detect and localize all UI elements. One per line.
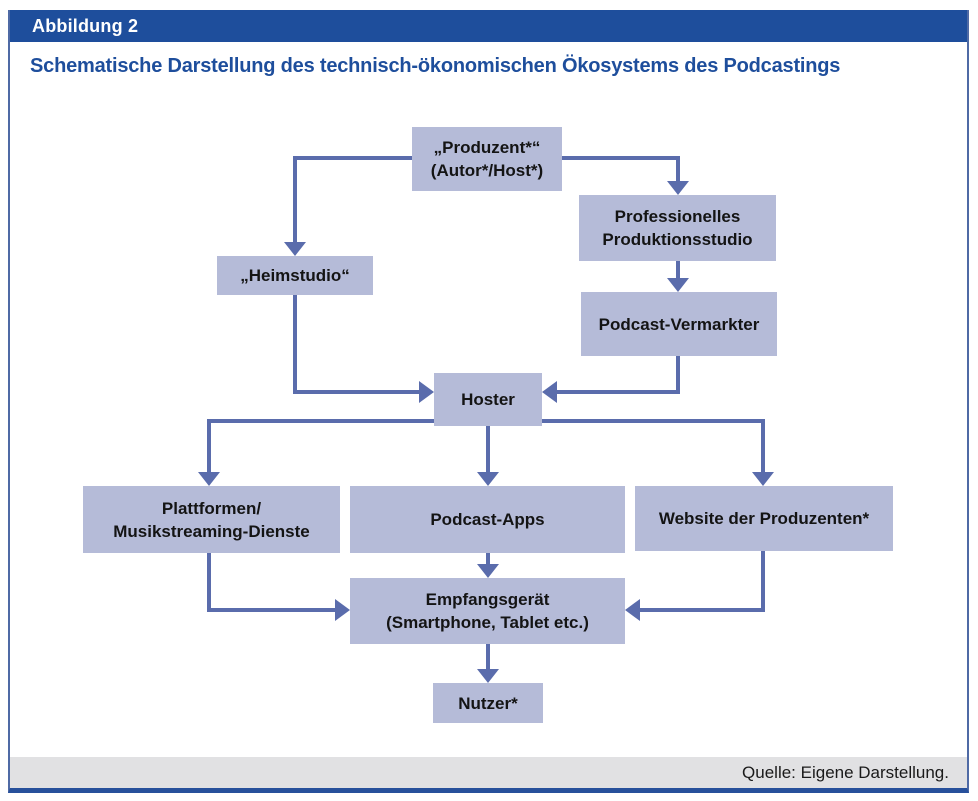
node-website: Website der Produzenten*	[635, 486, 893, 551]
node-plattformen: Plattformen/ Musikstreaming-Dienste	[83, 486, 340, 553]
edge-produzent-heimstudio-vline	[293, 156, 297, 242]
edge-plattformen-empfang-hline	[207, 608, 335, 612]
node-website-line1: Website der Produzenten*	[658, 509, 870, 528]
node-produzent-line1: „Produzent*“	[433, 138, 541, 157]
edge-plattformen-empfang-vline	[207, 553, 211, 612]
figure-header-bar: Abbildung 2	[10, 10, 967, 42]
node-vermarkter-line1: Podcast-Vermarkter	[598, 314, 760, 334]
node-empfangsgeraet-line1: Empfangsgerät	[425, 590, 550, 609]
figure-footer-bar: Quelle: Eigene Darstellung.	[10, 757, 967, 788]
node-plattformen-line2: Musikstreaming-Dienste	[113, 521, 310, 541]
node-produktionsstudio: Professionelles Produktionsstudio	[579, 195, 776, 261]
node-vermarkter: Podcast-Vermarkter	[581, 292, 777, 356]
node-podcast-apps-line1: Podcast-Apps	[430, 510, 545, 529]
node-produzent: „Produzent*“ (Autor*/Host*)	[412, 127, 562, 191]
edge-produzent-studio-hline	[562, 156, 680, 160]
edge-hoster-plattformen-arrowhead	[198, 472, 220, 486]
source-label: Quelle: Eigene Darstellung.	[742, 762, 949, 782]
edge-apps-empfang-vline	[486, 553, 490, 565]
node-empfangsgeraet-line2: (Smartphone, Tablet etc.)	[386, 613, 589, 632]
edge-apps-empfang-arrowhead	[477, 564, 499, 578]
edge-website-empfang-hline	[640, 608, 765, 612]
node-nutzer-line1: Nutzer*	[458, 693, 518, 713]
node-nutzer: Nutzer*	[433, 683, 543, 723]
node-hoster: Hoster	[434, 373, 542, 426]
edge-vermarkter-hoster-hline	[557, 390, 680, 394]
edge-produzent-studio-vline	[676, 156, 680, 182]
edge-hoster-website-arrowhead	[752, 472, 774, 486]
edge-hoster-website-vline	[761, 419, 765, 472]
figure-title: Schematische Darstellung des technisch-ö…	[30, 55, 841, 77]
edge-produzent-studio-arrowhead	[667, 181, 689, 195]
edge-heimstudio-hoster-arrowhead	[419, 381, 434, 403]
node-hoster-line1: Hoster	[461, 390, 515, 409]
edge-hoster-apps-arrowhead	[477, 472, 499, 486]
edge-hoster-apps-vline	[486, 426, 490, 472]
node-produktionsstudio-line1: Professionelles	[614, 207, 741, 226]
edge-empfang-nutzer-arrowhead	[477, 669, 499, 683]
edge-studio-vermarkter-vline	[676, 261, 680, 279]
node-podcast-apps: Podcast-Apps	[350, 486, 625, 553]
node-heimstudio-line1: „Heimstudio“	[240, 266, 350, 285]
edge-hoster-plattformen-vline	[207, 419, 211, 472]
edge-empfang-nutzer-vline	[486, 644, 490, 670]
edge-website-empfang-arrowhead	[625, 599, 640, 621]
edge-produzent-heimstudio-arrowhead	[284, 242, 306, 256]
edge-website-empfang-vline	[761, 551, 765, 612]
edge-vermarkter-hoster-arrowhead	[542, 381, 557, 403]
figure-number-label: Abbildung 2	[32, 15, 139, 36]
node-empfangsgeraet: Empfangsgerät (Smartphone, Tablet etc.)	[350, 578, 625, 644]
edge-heimstudio-hoster-hline	[293, 390, 419, 394]
edge-studio-vermarkter-arrowhead	[667, 278, 689, 292]
edge-vermarkter-hoster-vline	[676, 356, 680, 394]
edge-produzent-heimstudio-hline	[293, 156, 412, 160]
edge-heimstudio-hoster-vline	[293, 295, 297, 394]
edge-plattformen-empfang-arrowhead	[335, 599, 350, 621]
node-plattformen-line1: Plattformen/	[161, 498, 262, 518]
node-heimstudio: „Heimstudio“	[217, 256, 373, 295]
node-produktionsstudio-line2: Produktionsstudio	[602, 230, 753, 249]
node-produzent-line2: (Autor*/Host*)	[430, 161, 544, 180]
